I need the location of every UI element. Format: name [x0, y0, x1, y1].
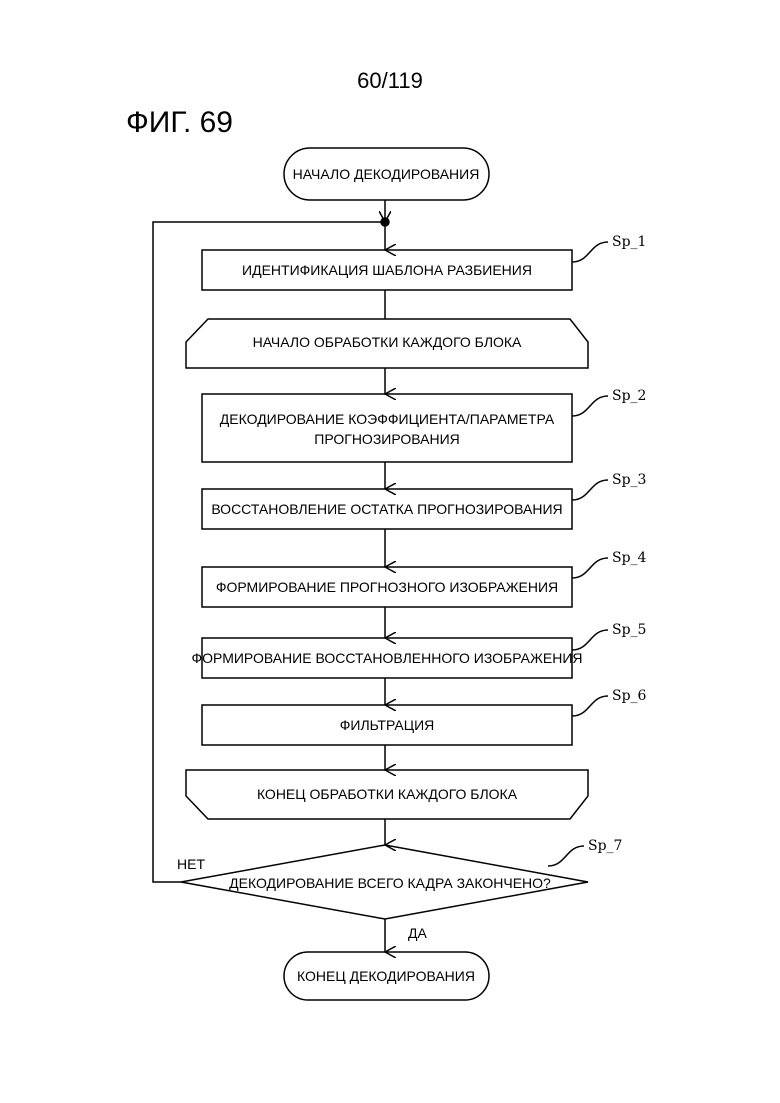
sp6-ref: Sp_6	[612, 688, 647, 704]
loop-back-line	[153, 222, 385, 882]
sp1-leader	[572, 242, 608, 262]
sp2-ref: Sp_2	[612, 388, 646, 404]
step1-label: ИДЕНТИФИКАЦИЯ ШАБЛОНА РАЗБИЕНИЯ	[242, 262, 532, 278]
sp3-leader	[572, 480, 608, 500]
sp2-leader	[572, 396, 608, 416]
sp5-ref: Sp_5	[612, 622, 646, 638]
yes-label: ДА	[408, 925, 427, 941]
step4-label: ФОРМИРОВАНИЕ ПРОГНОЗНОГО ИЗОБРАЖЕНИЯ	[216, 579, 558, 595]
no-label: НЕТ	[177, 856, 205, 872]
sp5-leader	[572, 630, 608, 650]
decision-label: ДЕКОДИРОВАНИЕ ВСЕГО КАДРА ЗАКОНЧЕНО?	[229, 875, 551, 891]
sp4-ref: Sp_4	[612, 550, 647, 566]
sp4-leader	[572, 558, 608, 578]
sp7-ref: Sp_7	[588, 838, 622, 854]
start-label: НАЧАЛО ДЕКОДИРОВАНИЯ	[293, 166, 480, 182]
step2-label-line1: ДЕКОДИРОВАНИЕ КОЭФФИЦИЕНТА/ПАРАМЕТРА	[220, 411, 555, 427]
loop-start-label: НАЧАЛО ОБРАБОТКИ КАЖДОГО БЛОКА	[253, 334, 522, 350]
step5-label: ФОРМИРОВАНИЕ ВОССТАНОВЛЕННОГО ИЗОБРАЖЕНИ…	[191, 650, 582, 666]
sp1-ref: Sp_1	[612, 234, 646, 250]
end-label: КОНЕЦ ДЕКОДИРОВАНИЯ	[297, 968, 475, 984]
step2-label-line2: ПРОГНОЗИРОВАНИЯ	[314, 431, 460, 447]
loop-end-label: КОНЕЦ ОБРАБОТКИ КАЖДОГО БЛОКА	[257, 786, 518, 802]
sp7-leader	[548, 846, 584, 866]
sp6-leader	[572, 696, 608, 716]
sp3-ref: Sp_3	[612, 472, 646, 488]
step2-box	[202, 394, 572, 462]
step6-label: ФИЛЬТРАЦИЯ	[340, 717, 435, 733]
step3-label: ВОССТАНОВЛЕНИЕ ОСТАТКА ПРОГНОЗИРОВАНИЯ	[211, 501, 562, 517]
